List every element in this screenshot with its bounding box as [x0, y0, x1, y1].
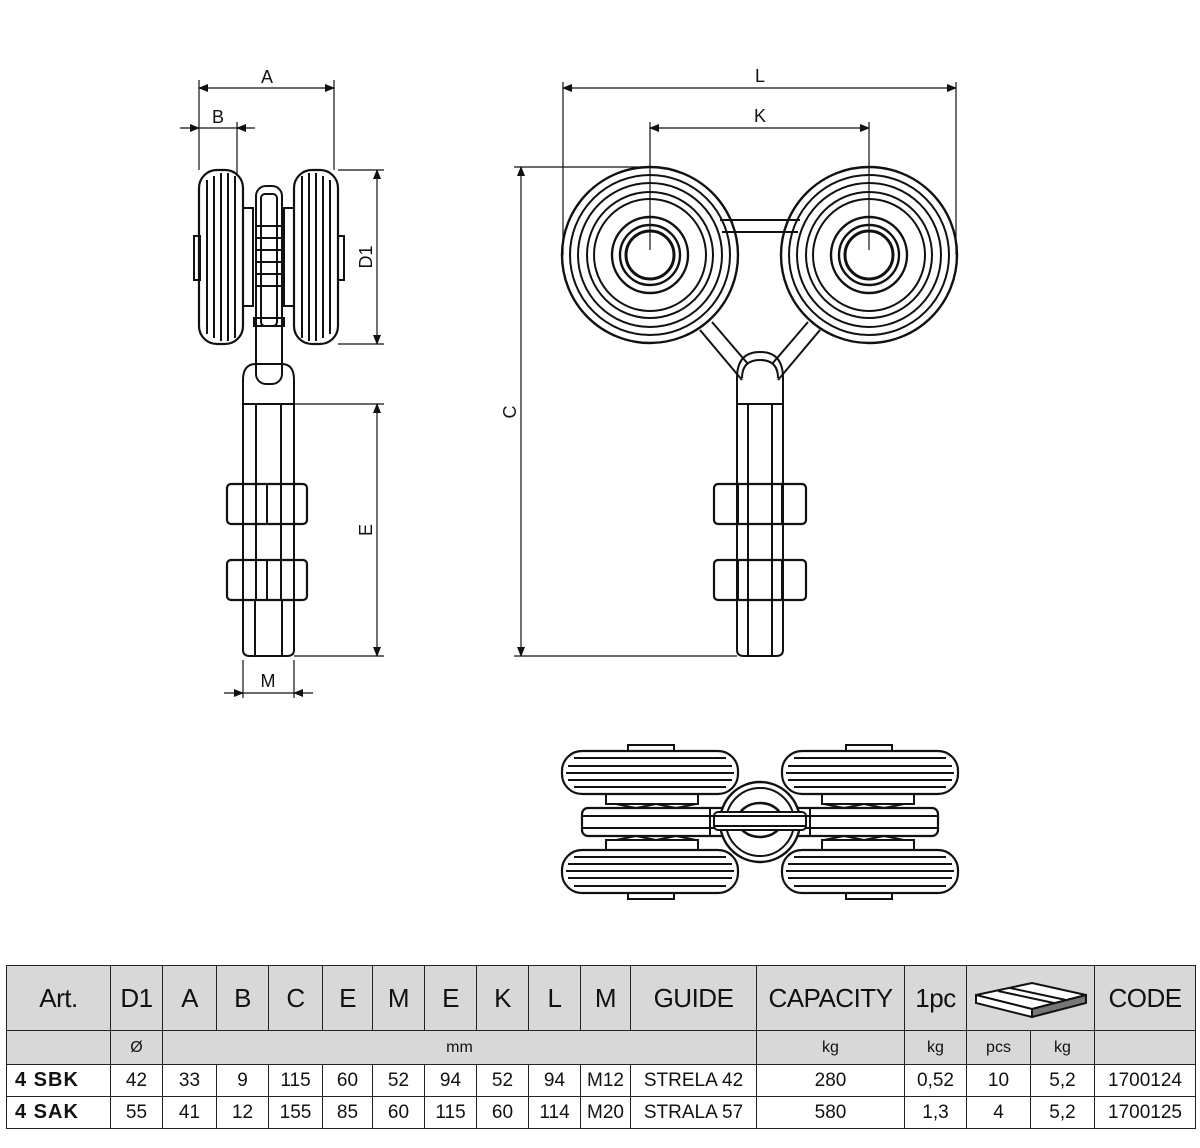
side-dimensions: [180, 80, 384, 698]
units-pcs: pcs: [966, 1030, 1031, 1065]
cell-k: 60: [476, 1096, 529, 1129]
cell-box-kg: 5,2: [1030, 1096, 1095, 1129]
cell-pcs: 4: [966, 1096, 1031, 1129]
dim-label-c: C: [500, 406, 520, 419]
cell-b: 9: [216, 1064, 269, 1097]
cell-guide: STRALA 57: [630, 1096, 757, 1129]
cell-guide: STRELA 42: [630, 1064, 757, 1097]
header-guide: GUIDE: [630, 965, 757, 1031]
header-package: [966, 965, 1095, 1031]
table-units-row: Ø mm kg kg pcs kg: [6, 1030, 1196, 1065]
cell-d1: 42: [110, 1064, 163, 1097]
cell-pcs: 10: [966, 1064, 1031, 1097]
cell-e: 60: [322, 1064, 373, 1097]
side-center-plate: [253, 185, 285, 385]
cell-code: 1700125: [1094, 1096, 1196, 1129]
top-bolt-ring: [713, 780, 807, 864]
cell-l: 94: [528, 1064, 581, 1097]
cell-m: 52: [372, 1064, 425, 1097]
units-capacity: kg: [756, 1030, 905, 1065]
header-e2: E: [424, 965, 477, 1031]
cell-a: 33: [162, 1064, 217, 1097]
header-code: CODE: [1094, 965, 1196, 1031]
cell-c: 115: [268, 1064, 323, 1097]
front-bolt: [712, 350, 808, 657]
cell-box-kg: 5,2: [1030, 1064, 1095, 1097]
side-view: [193, 168, 345, 657]
cell-weight: 0,52: [904, 1064, 967, 1097]
header-e: E: [322, 965, 373, 1031]
header-b: B: [216, 965, 269, 1031]
top-wheel-upper-left: [560, 744, 740, 805]
header-l: L: [528, 965, 581, 1031]
front-view: [560, 165, 959, 657]
cell-art: 4 SBK: [6, 1064, 111, 1097]
cell-code: 1700124: [1094, 1064, 1196, 1097]
header-capacity: CAPACITY: [756, 965, 905, 1031]
cell-capacity: 580: [756, 1096, 905, 1129]
header-a: A: [162, 965, 217, 1031]
header-1pc: 1pc: [904, 965, 967, 1031]
cell-a: 41: [162, 1096, 217, 1129]
dim-label-k: K: [754, 106, 766, 126]
units-diameter: Ø: [110, 1030, 163, 1065]
box-icon: [974, 981, 1087, 1019]
dim-label-a: A: [261, 67, 273, 87]
top-wheel-upper-right: [780, 744, 960, 805]
cell-m2: M12: [580, 1064, 631, 1097]
top-wheel-lower-left: [560, 839, 740, 900]
header-art: Art.: [6, 965, 111, 1031]
units-weight: kg: [904, 1030, 967, 1065]
header-k: K: [476, 965, 529, 1031]
side-bolt: [225, 363, 309, 657]
dim-label-l: L: [755, 66, 765, 86]
top-wheel-lower-right: [780, 839, 960, 900]
units-mm: mm: [162, 1030, 757, 1065]
header-d1: D1: [110, 965, 163, 1031]
top-view: [560, 744, 960, 900]
units-box-kg: kg: [1030, 1030, 1095, 1065]
specification-table: Art. D1 A B C E M E K L M GUIDE CAPACITY…: [6, 965, 1196, 1129]
cell-l: 114: [528, 1096, 581, 1129]
technical-drawing: A B D1 E M: [180, 66, 960, 900]
header-c: C: [268, 965, 323, 1031]
dim-label-m: M: [261, 671, 276, 691]
side-right-wheel: [283, 168, 345, 346]
side-left-wheel: [193, 168, 254, 346]
dim-label-d1: D1: [356, 245, 376, 268]
dim-label-e-side: E: [356, 524, 376, 536]
cell-e: 85: [322, 1096, 373, 1129]
cell-k: 52: [476, 1064, 529, 1097]
header-m: M: [372, 965, 425, 1031]
cell-e2: 94: [424, 1064, 477, 1097]
cell-m: 60: [372, 1096, 425, 1129]
cell-art: 4 SAK: [6, 1096, 111, 1129]
cell-m2: M20: [580, 1096, 631, 1129]
cell-b: 12: [216, 1096, 269, 1129]
cell-weight: 1,3: [904, 1096, 967, 1129]
cell-c: 155: [268, 1096, 323, 1129]
units-code: [1094, 1030, 1196, 1065]
cell-e2: 115: [424, 1096, 477, 1129]
front-dimensions: [514, 82, 957, 657]
header-m2: M: [580, 965, 631, 1031]
cell-capacity: 280: [756, 1064, 905, 1097]
table-row: 4 SBK 42 33 9 115 60 52 94 52 94 M12 STR…: [6, 1064, 1196, 1097]
table-header-row: Art. D1 A B C E M E K L M GUIDE CAPACITY…: [6, 965, 1196, 1031]
units-art: [6, 1030, 111, 1065]
cell-d1: 55: [110, 1096, 163, 1129]
dim-label-b: B: [212, 107, 224, 127]
table-row: 4 SAK 55 41 12 155 85 60 115 60 114 M20 …: [6, 1096, 1196, 1129]
